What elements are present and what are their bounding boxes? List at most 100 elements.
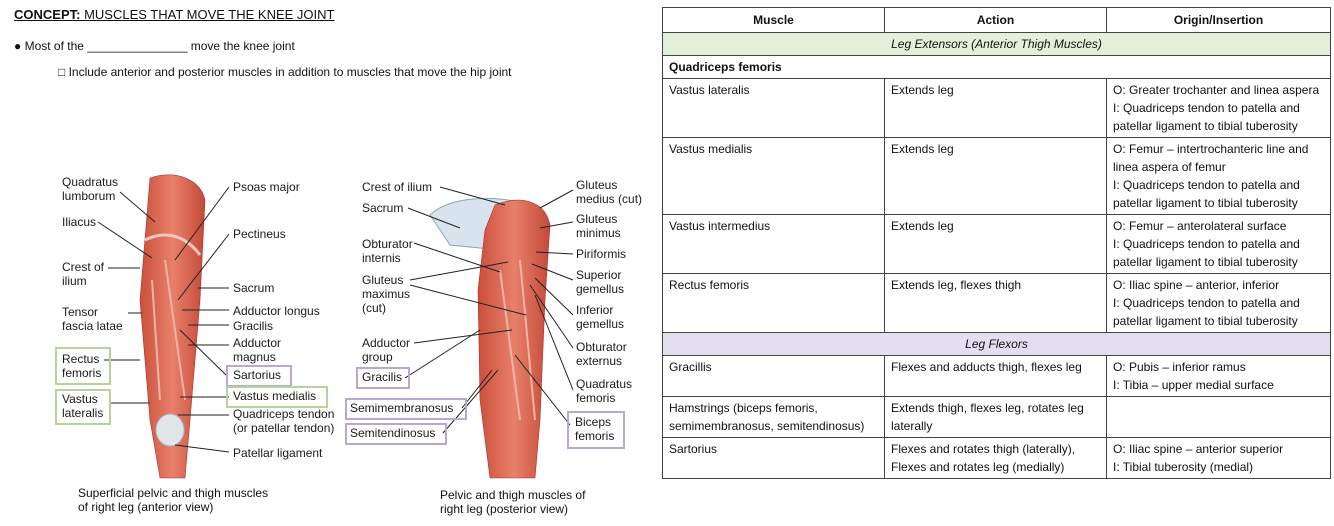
cell-origin: O: Femur – anterolateral surface: [1113, 219, 1287, 233]
group-quadriceps: Quadriceps femoris: [662, 55, 1331, 79]
label-biceps-femoris: Biceps femoris: [575, 415, 615, 443]
cell-muscle: Vastus lateralis: [662, 78, 885, 138]
label-iliacus: Iliacus: [62, 215, 97, 229]
cell-insertion: I: Quadriceps tendon to patella and pate…: [1113, 101, 1300, 133]
label-sacrum-posterior: Sacrum: [362, 201, 404, 215]
concept-prefix: CONCEPT:: [14, 7, 81, 22]
box-biceps-femoris: [567, 411, 625, 449]
posterior-leg: [429, 198, 551, 479]
anatomy-illustration: [97, 174, 574, 479]
cell-action: Extends leg, flexes thigh: [884, 273, 1107, 333]
table-row: Rectus femoris Extends leg, flexes thigh…: [662, 273, 1331, 333]
box-semimembranosus: [345, 398, 467, 420]
label-semimembranosus: Semimembranosus: [350, 401, 454, 415]
label-gluteus-minimus: Gluteus minimus: [576, 212, 621, 240]
box-rectus-femoris: [55, 347, 111, 385]
section-flexors: Leg Flexors: [662, 332, 1331, 356]
concept-heading: CONCEPT: MUSCLES THAT MOVE THE KNEE JOIN…: [14, 7, 334, 22]
label-quadriceps-tendon: Quadriceps tendon (or patellar tendon): [233, 407, 335, 435]
table-row: Sartorius Flexes and rotates thigh (late…: [662, 437, 1331, 479]
bullet-main: ● Most of the _______________ move the k…: [14, 39, 295, 53]
cell-insertion: I: Tibial tuberosity (medial): [1113, 460, 1254, 474]
cell-origin: O: Greater trochanter and linea aspera: [1113, 83, 1320, 97]
label-semitendinosus: Semitendinosus: [350, 426, 436, 440]
box-gracilis: [356, 367, 410, 389]
cell-origin: O: Iliac spine – anterior, inferior: [1113, 278, 1280, 292]
label-piriformis: Piriformis: [576, 247, 626, 261]
section-row-extensors: Leg Extensors (Anterior Thigh Muscles): [662, 32, 1331, 56]
label-sartorius: Sartorius: [233, 368, 282, 382]
table-row: Gracillis Flexes and adducts thigh, flex…: [662, 355, 1331, 397]
table-row: Vastus medialis Extends leg O: Femur – i…: [662, 137, 1331, 215]
table-row: Hamstrings (biceps femoris, semimembrano…: [662, 396, 1331, 438]
cell-insertion: I: Quadriceps tendon to patella and pate…: [1113, 237, 1300, 269]
header-origin-insertion: Origin/Insertion: [1106, 7, 1331, 33]
label-pectineus: Pectineus: [233, 227, 286, 241]
label-tensor-fascia-latae: Tensor fascia latae: [62, 305, 123, 333]
label-gluteus-maximus: Gluteus maximus (cut): [362, 273, 411, 315]
label-inferior-gemellus: Inferior gemellus: [576, 303, 625, 331]
label-vastus-lateralis: Vastus lateralis: [62, 392, 104, 420]
label-adductor-longus: Adductor longus: [233, 304, 320, 318]
cell-muscle: Vastus medialis: [662, 137, 885, 215]
header-action: Action: [884, 7, 1107, 33]
section-extensors: Leg Extensors (Anterior Thigh Muscles): [662, 32, 1331, 56]
label-quadratus-lumborum: Quadratus lumborum: [62, 175, 119, 203]
label-superior-gemellus: Superior gemellus: [576, 268, 625, 296]
label-crest-of-ilium-posterior: Crest of ilium: [362, 180, 433, 194]
anatomy-figure: Quadratus lumborum Iliacus Crest of iliu…: [0, 0, 650, 526]
label-adductor-magnus: Adductor magnus: [233, 336, 282, 364]
label-quadratus-femoris: Quadratus femoris: [576, 377, 633, 405]
box-vastus-lateralis: [55, 389, 111, 425]
box-semitendinosus: [345, 423, 447, 445]
concept-title: MUSCLES THAT MOVE THE KNEE JOINT: [80, 7, 335, 22]
cell-insertion: I: Quadriceps tendon to patella and pate…: [1113, 178, 1300, 210]
cell-muscle: Vastus intermedius: [662, 214, 885, 274]
cell-origin-insertion: O: Iliac spine – anterior, inferior I: Qu…: [1106, 273, 1331, 333]
anterior-leader-lines: [97, 186, 230, 453]
cell-muscle: Sartorius: [662, 437, 885, 479]
cell-origin-insertion: O: Iliac spine – anterior superior I: Tib…: [1106, 437, 1331, 479]
cell-muscle: Hamstrings (biceps femoris, semimembrano…: [662, 396, 885, 438]
label-gluteus-medius: Gluteus medius (cut): [576, 178, 643, 206]
cell-action: Extends thigh, flexes leg, rotates leg l…: [884, 396, 1107, 438]
label-obturator-internis: Obturator internis: [362, 237, 413, 265]
table-row: Vastus lateralis Extends leg O: Greater …: [662, 78, 1331, 138]
cell-muscle: Gracillis: [662, 355, 885, 397]
header-muscle: Muscle: [662, 7, 885, 33]
cell-origin: O: Pubis – inferior ramus: [1113, 360, 1246, 374]
cell-origin-insertion: O: Femur – intertrochanteric line and li…: [1106, 137, 1331, 215]
table-header-row: Muscle Action Origin/Insertion: [662, 7, 1331, 33]
label-adductor-group: Adductor group: [362, 336, 411, 364]
cell-action: Extends leg: [884, 78, 1107, 138]
group-row-quadriceps: Quadriceps femoris: [662, 55, 1331, 79]
cell-origin-insertion: O: Femur – anterolateral surface I: Quadr…: [1106, 214, 1331, 274]
bullet-sub: □ Include anterior and posterior muscles…: [58, 65, 512, 79]
cell-action: Flexes and adducts thigh, flexes leg: [884, 355, 1107, 397]
label-patellar-ligament: Patellar ligament: [233, 446, 323, 460]
cell-insertion: I: Quadriceps tendon to patella and pate…: [1113, 296, 1300, 328]
box-vastus-medialis: [226, 386, 328, 408]
muscle-table: Muscle Action Origin/Insertion Leg Exten…: [662, 7, 1331, 479]
cell-action: Flexes and rotates thigh (laterally), Fl…: [884, 437, 1107, 479]
cell-origin-insertion: [1106, 396, 1331, 438]
label-gracilis-anterior: Gracilis: [233, 319, 274, 333]
table-row: Vastus intermedius Extends leg O: Femur …: [662, 214, 1331, 274]
label-obturator-externus: Obturator externus: [576, 340, 627, 368]
section-row-flexors: Leg Flexors: [662, 332, 1331, 356]
caption-posterior: Pelvic and thigh muscles of right leg (p…: [440, 488, 586, 516]
caption-anterior: Superficial pelvic and thigh muscles of …: [78, 486, 269, 514]
label-sacrum-anterior: Sacrum: [233, 281, 275, 295]
label-gracilis-posterior: Gracilis: [362, 370, 403, 384]
cell-insertion: I: Tibia – upper medial surface: [1113, 378, 1274, 392]
anterior-leg: [139, 174, 206, 479]
label-crest-of-ilium-anterior: Crest of ilium: [62, 260, 105, 288]
label-psoas-major: Psoas major: [233, 180, 300, 194]
label-rectus-femoris: Rectus femoris: [62, 352, 102, 380]
posterior-leader-lines: [404, 186, 574, 434]
cell-origin: O: Femur – intertrochanteric line and li…: [1113, 142, 1309, 174]
cell-origin-insertion: O: Pubis – inferior ramus I: Tibia – uppe…: [1106, 355, 1331, 397]
cell-origin: O: Iliac spine – anterior superior: [1113, 442, 1284, 456]
cell-muscle: Rectus femoris: [662, 273, 885, 333]
